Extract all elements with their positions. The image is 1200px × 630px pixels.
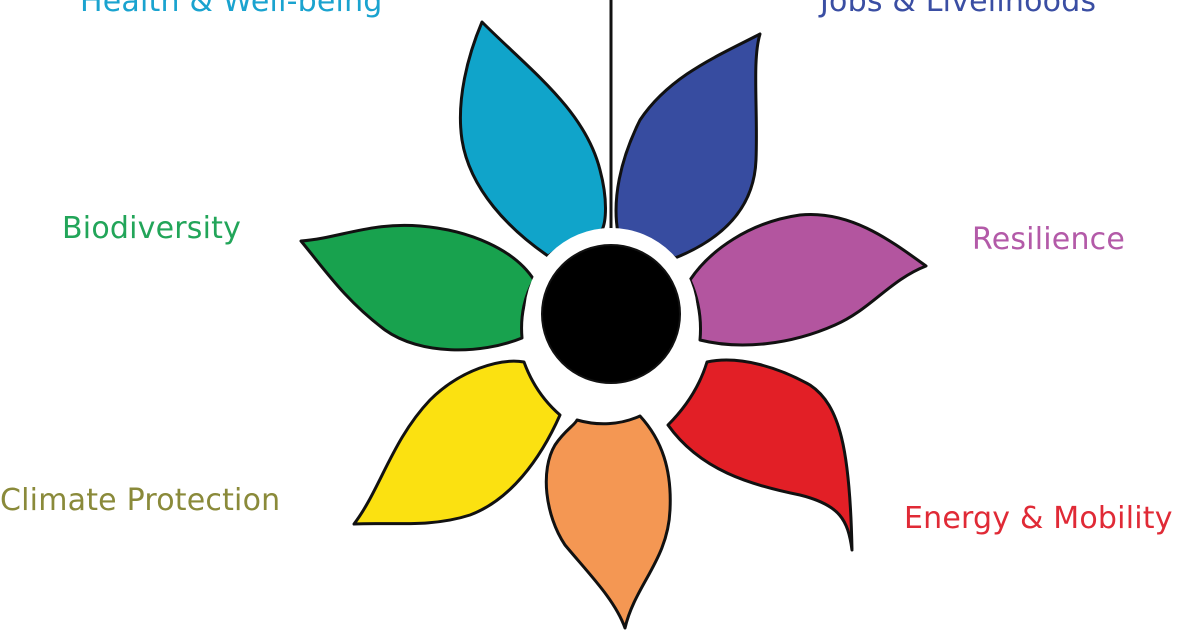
label-biodiversity: Biodiversity [62,211,242,246]
label-health-wellbeing: Health & Well-being [80,0,383,19]
label-jobs-livelihoods: Jobs & Livelihoods [820,0,1097,19]
center-circle [541,244,681,384]
label-climate-protection: Climate Protection [0,483,281,518]
label-resilience: Resilience [972,222,1126,257]
label-energy-mobility: Energy & Mobility [904,501,1173,536]
petal-orange [544,414,672,630]
petal-biodiversity [299,223,536,352]
petal-resilience [688,212,928,347]
petal-jobs [614,32,762,260]
petal-energy [666,358,854,552]
petal-climate [352,359,562,526]
petal-health [458,20,607,258]
